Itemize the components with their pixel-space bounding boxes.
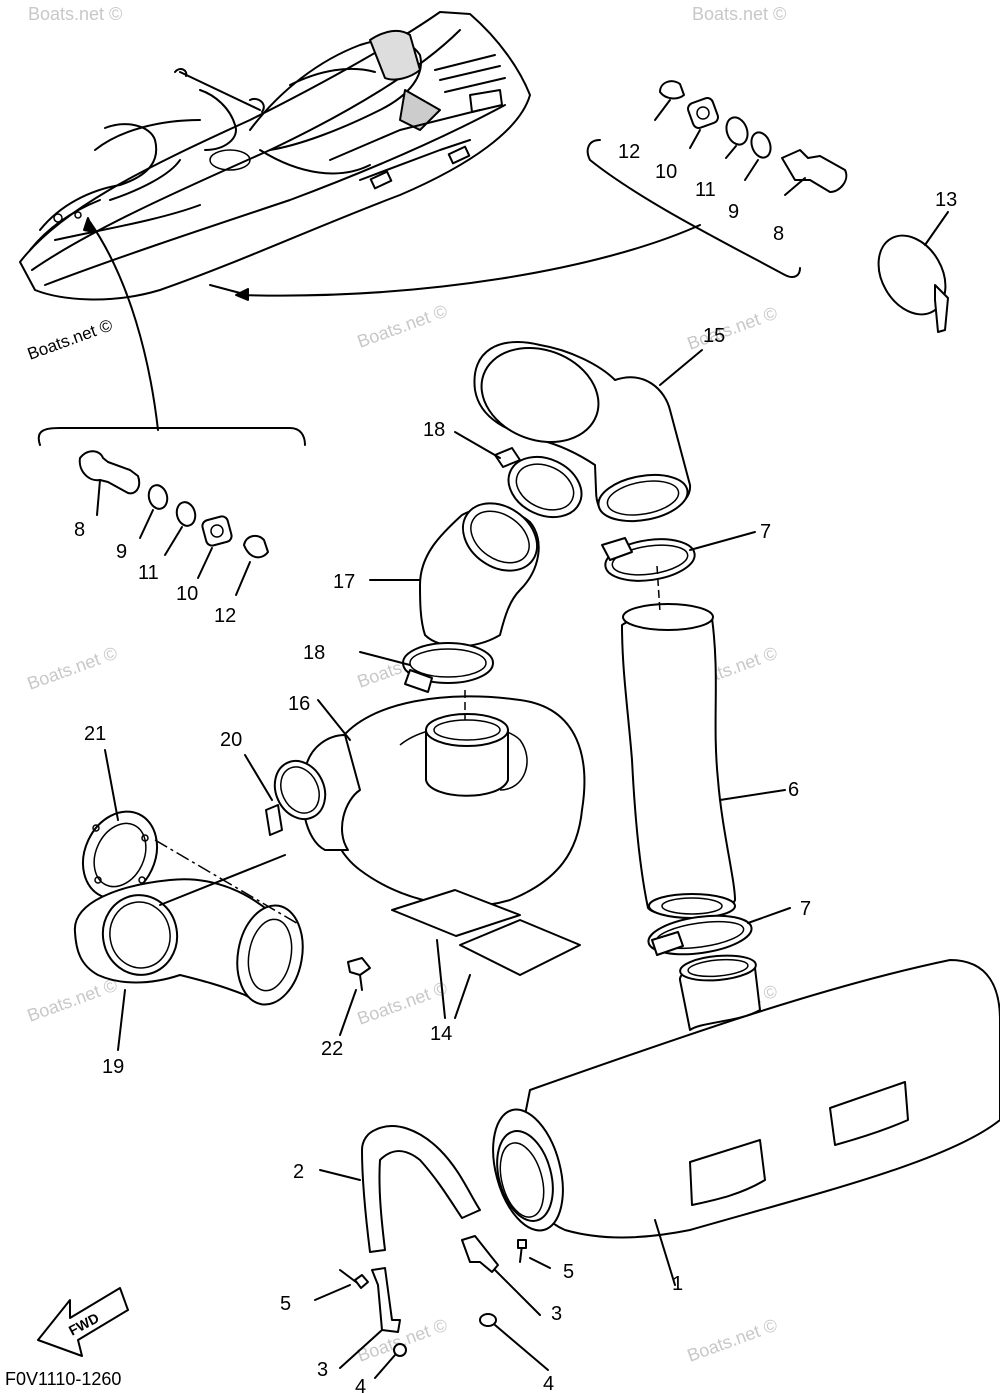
callout-14: 14 [430, 1023, 452, 1045]
elbow-hose-17 [419, 502, 540, 648]
hull-leader-right [239, 224, 701, 297]
callout-10: 10 [655, 161, 677, 183]
callout-18: 18 [423, 419, 445, 441]
callout-10: 10 [176, 583, 198, 605]
callout-18: 18 [303, 642, 325, 664]
muffler-1 [492, 954, 1000, 1239]
bracket-3-left [371, 1267, 401, 1333]
muffler-strap-2 [361, 1125, 481, 1253]
callout-17: 17 [333, 571, 355, 593]
watermark: Boats.net © [25, 643, 120, 694]
callout-19: 19 [102, 1056, 124, 1078]
hull-leader-left [89, 221, 159, 431]
outlet-elbow-19 [73, 878, 304, 1006]
water-lock-16 [301, 695, 586, 907]
callout-9: 9 [116, 541, 127, 563]
elbow-hose-15 [473, 341, 692, 523]
rivet-5-right [517, 1239, 527, 1263]
callout-4: 4 [543, 1373, 554, 1393]
hose-clamp-7-upper [601, 537, 696, 582]
callout-7: 7 [800, 898, 811, 920]
callout-3: 3 [317, 1359, 328, 1381]
callout-1: 1 [672, 1273, 683, 1295]
drain-plug-set-left [78, 450, 269, 559]
callout-3: 3 [551, 1303, 562, 1325]
callout-6: 6 [788, 779, 799, 801]
callout-labels: 1 2 3 3 4 4 5 5 6 7 7 8 8 9 9 10 10 11 1… [74, 141, 957, 1393]
callout-12: 12 [618, 141, 640, 163]
watermark: Boats.net © [685, 1315, 780, 1366]
flange-gasket-21 [82, 810, 158, 900]
callout-22: 22 [321, 1038, 343, 1060]
callout-16: 16 [288, 693, 310, 715]
callout-5: 5 [563, 1261, 574, 1283]
callout-20: 20 [220, 729, 242, 751]
bolt-22 [347, 957, 371, 991]
drain-plug-set-right [659, 80, 848, 193]
callout-15: 15 [703, 325, 725, 347]
watermark: Boats.net © [355, 978, 450, 1029]
callout-4: 4 [355, 1376, 366, 1393]
watermark-dark: Boats.net © [25, 315, 116, 363]
watermark: Boats.net © [692, 4, 786, 24]
diagram-code: F0V1110-1260 [5, 1369, 121, 1389]
exhaust-hose-6 [621, 603, 736, 919]
pads-14 [391, 889, 581, 976]
bracket-left [37, 427, 306, 446]
callout-11: 11 [138, 562, 159, 584]
washer-4-left [393, 1343, 407, 1357]
callout-11: 11 [695, 179, 716, 201]
watermark: Boats.net © [25, 975, 120, 1026]
bracket-3-right [461, 1235, 499, 1273]
callout-13: 13 [935, 189, 957, 211]
callout-12: 12 [214, 605, 236, 627]
callout-21: 21 [84, 723, 106, 745]
callout-8: 8 [773, 223, 784, 245]
watermark: Boats.net © [355, 1315, 450, 1366]
hose-clamp-18-lower [402, 642, 494, 693]
hose-clamp-18-upper [494, 447, 583, 519]
hose-clamp-7-lower [647, 914, 753, 956]
callout-2: 2 [293, 1161, 304, 1183]
watercraft-illustration [19, 11, 531, 301]
callout-8: 8 [74, 519, 85, 541]
callout-9: 9 [728, 201, 739, 223]
bracket-top-right [586, 139, 801, 278]
washer-4-right [479, 1313, 497, 1327]
watermark: Boats.net © [28, 4, 122, 24]
callout-7: 7 [760, 521, 771, 543]
rivet-5-left [339, 1269, 369, 1289]
watermark: Boats.net © [685, 303, 780, 354]
forward-arrow-icon: FWD [37, 1287, 129, 1357]
hose-clamp-13 [877, 234, 949, 333]
hose-clamp-20 [265, 759, 327, 836]
callout-5: 5 [280, 1293, 291, 1315]
watermark: Boats.net © [355, 301, 450, 352]
